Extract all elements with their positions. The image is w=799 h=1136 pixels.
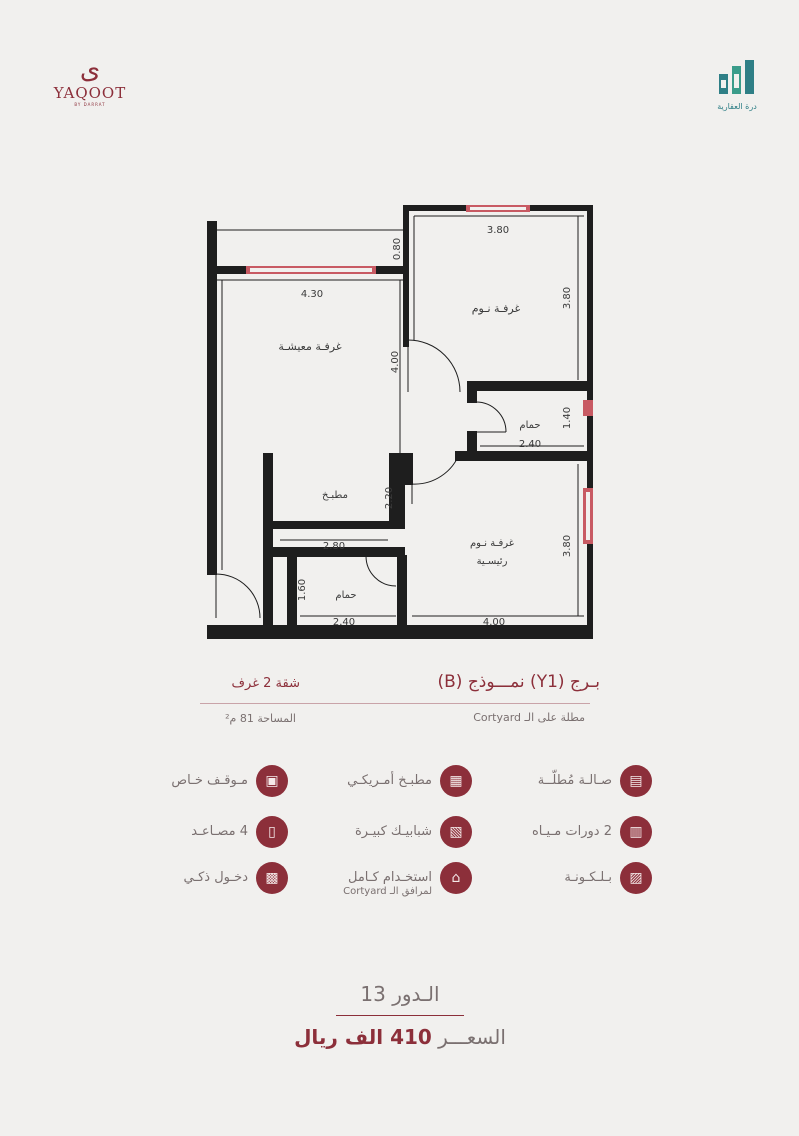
window-pane: [250, 268, 372, 272]
feature-item: ▦ مطبـخ أمـريكـي: [272, 765, 472, 805]
wall: [455, 451, 589, 461]
yaqoot-mark: ى: [79, 55, 101, 85]
wall: [587, 205, 593, 639]
yaqoot-logo: ى YAQOOT BY DARRAT: [40, 56, 140, 107]
room-master-line2: رئيسـية: [477, 556, 508, 567]
feature-label: 4 مصـاعـد: [191, 824, 248, 839]
price-label: السعـــر: [438, 1025, 506, 1049]
feature-item: ▯ 4 مصـاعـد: [88, 816, 288, 856]
darrah-logo: درة العقارية: [712, 58, 762, 111]
feature-label: بـلـكـونـة: [564, 870, 612, 885]
darrah-logo-icon: [719, 60, 754, 94]
parking-icon: ▣: [256, 765, 288, 797]
feature-item: ⌂ استخـدام كـامل لمرافق الـ Cortyard: [272, 862, 472, 902]
room-kitchen: مطبـخ: [322, 490, 348, 501]
feature-label: مطبـخ أمـريكـي: [347, 773, 432, 788]
door-swing: [407, 339, 461, 393]
feature-sublabel: لمرافق الـ Cortyard: [343, 886, 432, 897]
dim-bath-lower-width: 2.40: [333, 617, 355, 628]
dim-bath-upper-depth: 1.40: [562, 407, 573, 429]
floor-number: الـدور 13: [360, 982, 440, 1006]
divider: [200, 703, 590, 704]
feature-item: ▨ بـلـكـونـة: [452, 862, 652, 902]
room-bath-upper: حمام: [519, 420, 540, 431]
dim-living-width: 4.30: [301, 289, 323, 300]
feature-label: استخـدام كـامل: [347, 870, 432, 885]
room-bedroom: غرفـة نـوم: [472, 302, 521, 315]
wall: [397, 555, 407, 627]
dim-master-depth: 3.80: [562, 535, 573, 557]
feature-label: شبابيـك كبيـرة: [354, 824, 432, 839]
room-bath-lower: حمام: [335, 590, 356, 601]
door-swing: [475, 401, 507, 433]
wall: [403, 205, 409, 347]
window-bath: [583, 400, 593, 416]
feature-item: ▩ دخـول ذكـي: [88, 862, 288, 902]
rooms-count: شقة 2 غرف: [231, 676, 300, 691]
wall: [207, 221, 217, 575]
feature-label: صـالـة مُطلّــة: [537, 773, 612, 788]
wall: [207, 625, 217, 639]
dim-bath-upper-width: 2.40: [519, 439, 541, 450]
dim-bedroom-width: 3.80: [487, 225, 509, 236]
wall: [389, 453, 405, 529]
feature-item: ▤ صـالـة مُطلّــة: [452, 765, 652, 805]
door-swing: [365, 555, 397, 587]
facilities-icon: ⌂: [440, 862, 472, 894]
smart-entry-icon: ▩: [256, 862, 288, 894]
room-living: غرفـة معيشـة: [278, 340, 341, 353]
apartment-area: المساحة 81 م²: [225, 712, 296, 725]
divider: [336, 1015, 464, 1016]
feature-label: دخـول ذكـي: [183, 870, 248, 885]
dim-bedroom-depth: 3.80: [562, 287, 573, 309]
dim-master-width: 4.00: [483, 617, 505, 628]
wall: [287, 555, 297, 627]
window-icon: ▧: [440, 816, 472, 848]
feature-item: ▧ شبابيـك كبيـرة: [272, 816, 472, 856]
darrah-name: درة العقارية: [717, 102, 757, 111]
dim-living-depth: 4.00: [390, 351, 401, 373]
wall: [207, 625, 593, 639]
yaqoot-name: YAQOOT: [53, 84, 127, 102]
wall: [271, 547, 405, 557]
elevator-icon: ▯: [256, 816, 288, 848]
window-pane: [586, 492, 590, 540]
wall: [467, 381, 477, 403]
wall: [263, 453, 273, 627]
feature-label: 2 دورات مـيـاه: [531, 824, 612, 839]
balcony-icon: ▨: [620, 862, 652, 894]
price-value: 410 الف ريال: [294, 1025, 432, 1049]
kitchen-icon: ▦: [440, 765, 472, 797]
door-swing: [411, 451, 461, 485]
feature-label: مـوقـف خـاص: [171, 773, 248, 788]
dim-kitchen-width: 2.80: [323, 541, 345, 552]
living-room-icon: ▤: [620, 765, 652, 797]
feature-item: ▣ مـوقـف خـاص: [88, 765, 288, 805]
cortyard-view: مطلة على الـ Cortyard: [473, 711, 585, 724]
wall: [271, 521, 391, 529]
dim-kitchen-depth: 2.20: [384, 487, 395, 509]
room-master-line1: غرفـة نـوم: [470, 538, 514, 549]
floor-plan: غرفـة معيشـة غرفـة نـوم حمام مطبـخ غرفـة…: [207, 205, 593, 639]
wall: [467, 381, 589, 391]
dim-bath-lower-depth: 1.60: [297, 579, 308, 601]
yaqoot-tagline: BY DARRAT: [74, 102, 106, 107]
dim-balcony-depth: 0.80: [392, 238, 403, 260]
bathroom-icon: ▥: [620, 816, 652, 848]
window-pane: [470, 207, 526, 210]
tower-model-title: بـرج (Y1) نمـــوذج (B): [437, 672, 600, 692]
door-swing: [215, 573, 261, 619]
feature-item: ▥ 2 دورات مـيـاه: [452, 816, 652, 856]
wall: [403, 453, 413, 485]
price: السعـــر 410 الف ريال: [250, 1025, 550, 1049]
